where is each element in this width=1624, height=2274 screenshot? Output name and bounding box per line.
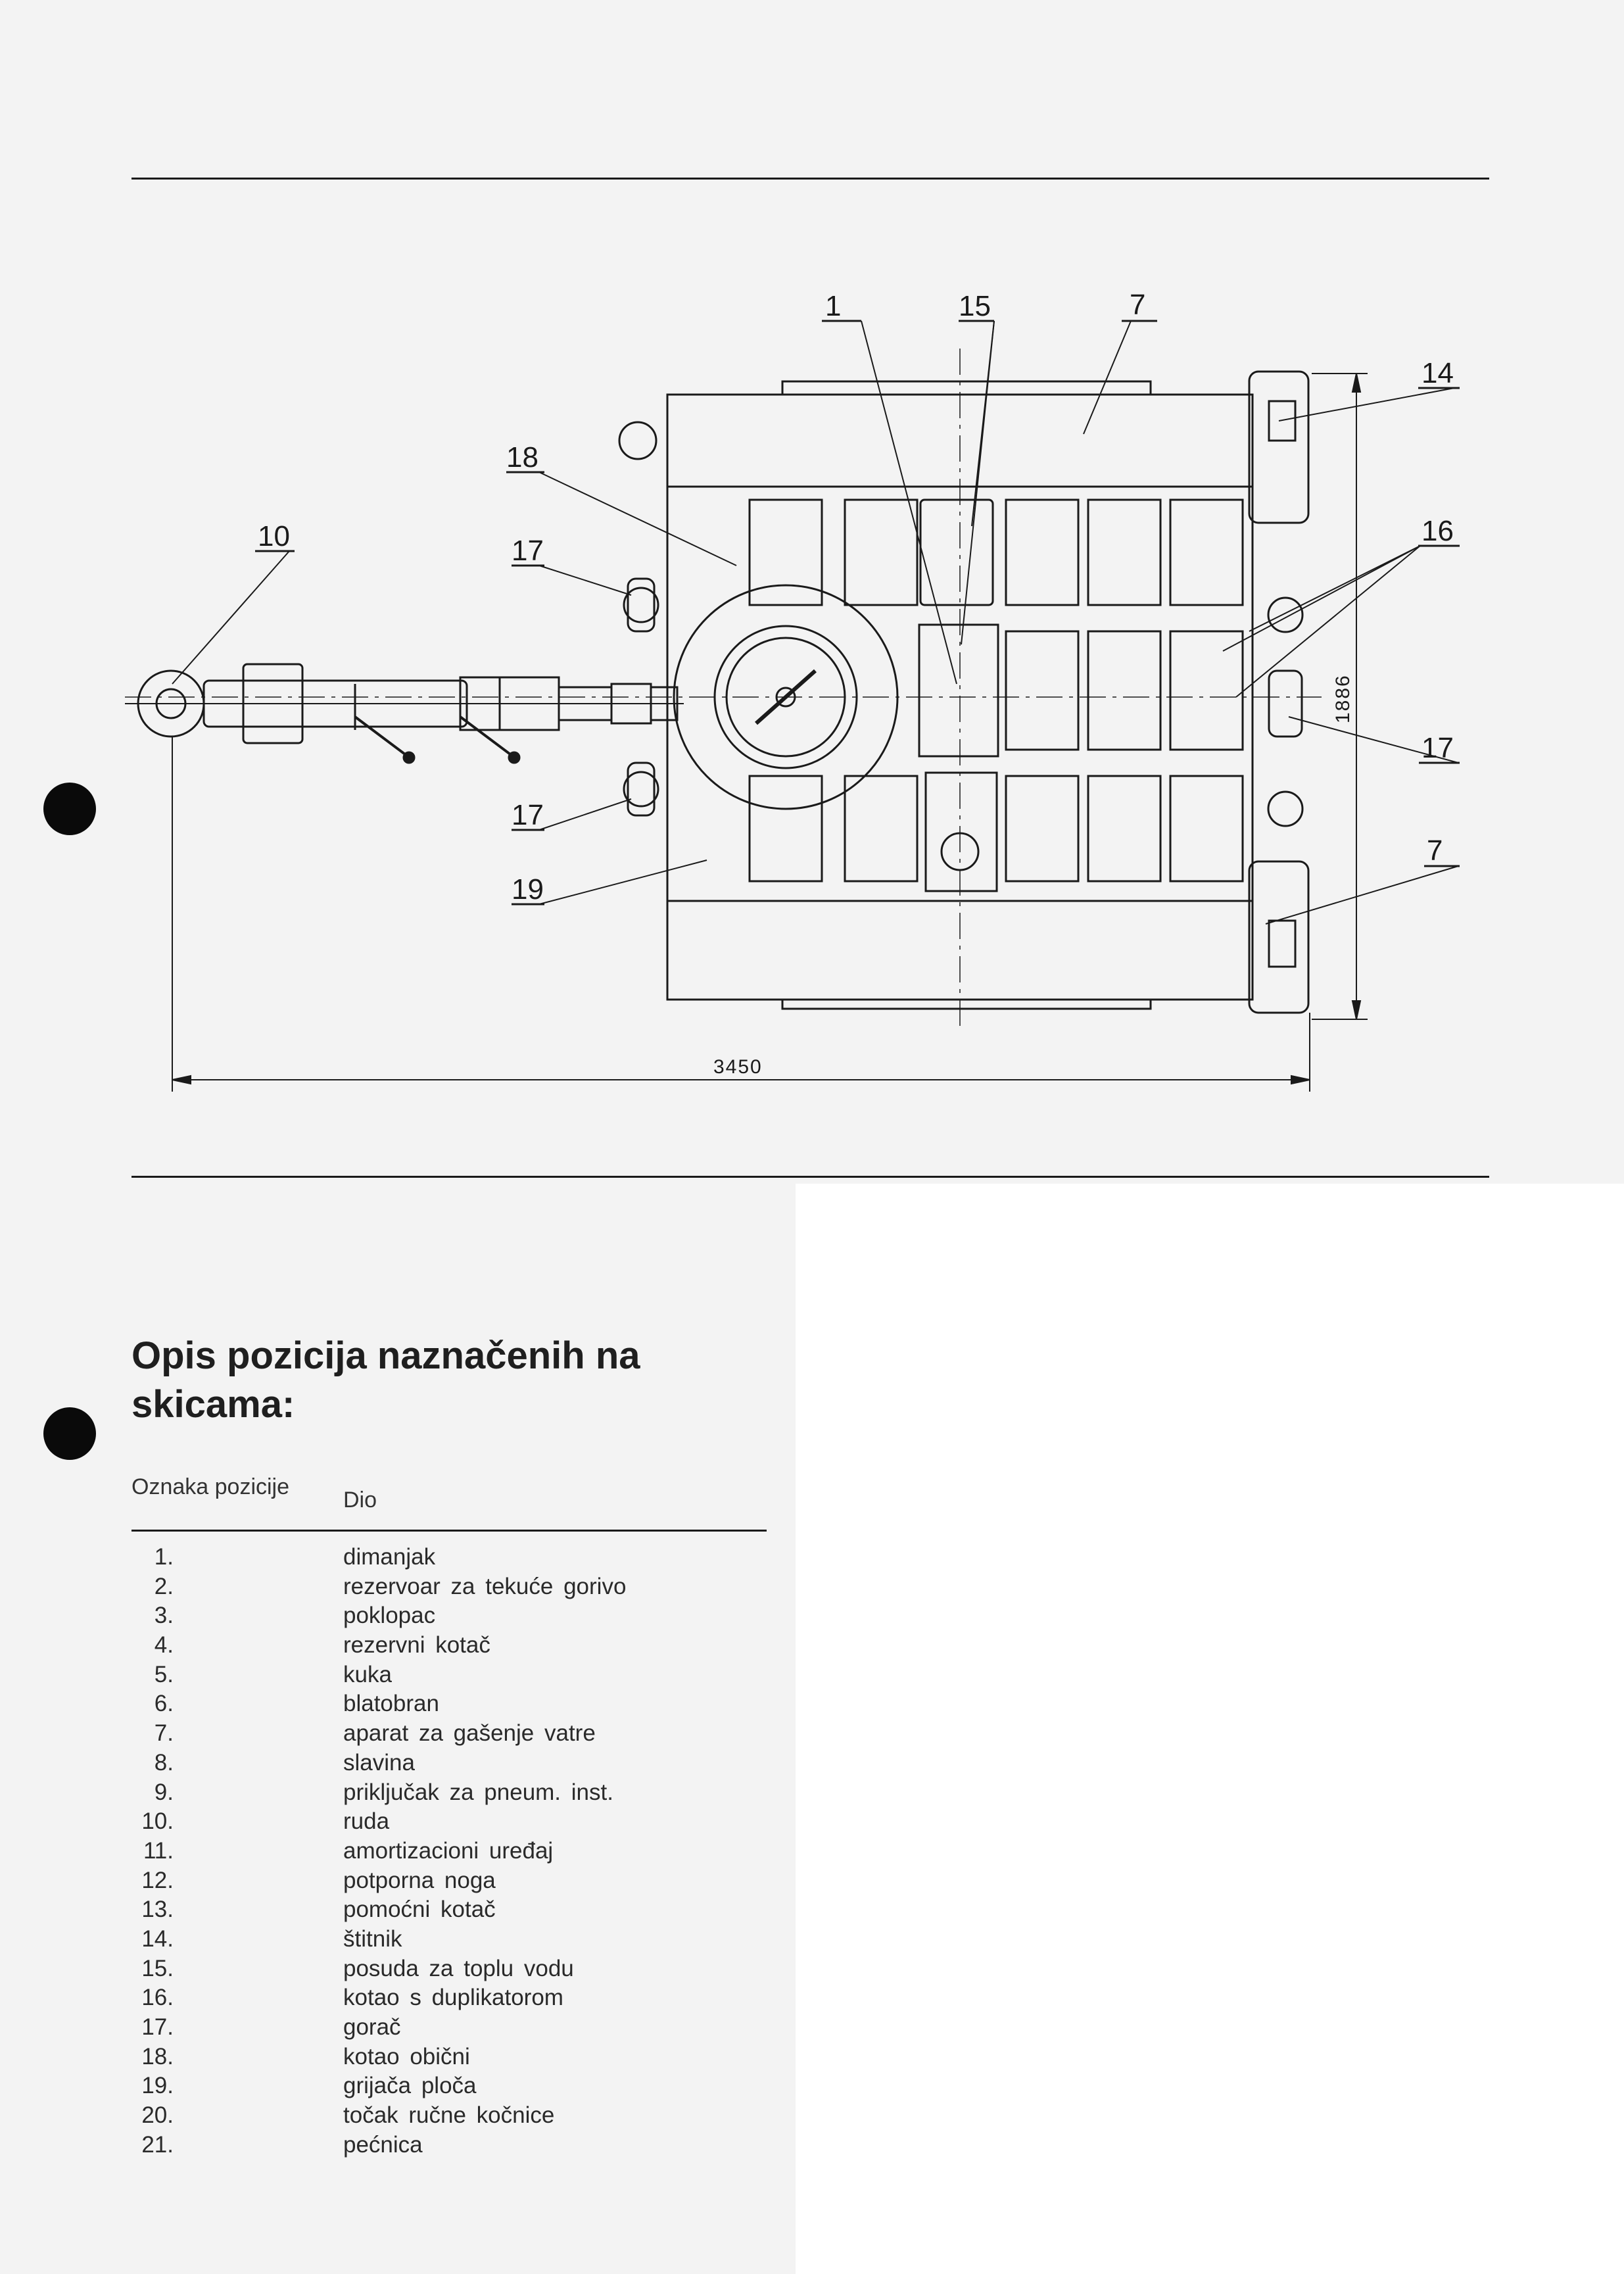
part-name: aparat za gašenje vatre — [343, 1720, 596, 1747]
callout-18: 18 — [506, 441, 538, 473]
dimension-length — [172, 737, 1310, 1092]
legend-list: 1.dimanjak 2.rezervoar za tekuće gorivo … — [131, 1543, 767, 2160]
burners — [623, 577, 1304, 827]
legend-row: 13. pomoćni kotač — [131, 1895, 767, 1925]
part-name: kotao s duplikatorom — [343, 1985, 563, 2011]
part-name: rezervoar za tekuće gorivo — [343, 1573, 627, 1599]
position-number: 7. — [154, 1720, 174, 1747]
tow-bar — [125, 663, 684, 764]
position-number: 20. — [141, 2102, 174, 2129]
legend-row: 21. pećnica — [131, 2131, 767, 2160]
callout-7-bottom: 7 — [1427, 835, 1443, 867]
callout-1: 1 — [825, 290, 841, 322]
part-name: gorač — [343, 2014, 401, 2040]
bottom-rule — [131, 1176, 1489, 1178]
position-number: 3. — [154, 1603, 174, 1629]
position-number: 15. — [141, 1955, 174, 1981]
punch-hole-upper — [43, 783, 96, 835]
part-name: dimanjak — [343, 1544, 436, 1570]
part-name: posuda za toplu vodu — [343, 1955, 574, 1981]
position-number: 21. — [141, 2131, 174, 2158]
legend-heading: Opis pozicija naznačenih na skicama: — [131, 1334, 640, 1426]
column-header-position: Oznaka pozicije — [131, 1474, 290, 1499]
position-number: 11. — [143, 1837, 174, 1864]
legend-row: 19. grijača ploča — [131, 2071, 767, 2101]
dimension-width — [1312, 373, 1368, 1020]
dimension-width-label: 1886 — [1332, 674, 1354, 723]
top-rule — [131, 178, 1489, 180]
legend-row: 18. kotao obični — [131, 2043, 767, 2072]
callout-underlines — [255, 320, 1460, 906]
position-number: 18. — [141, 2043, 174, 2069]
part-name: pećnica — [343, 2131, 423, 2158]
part-name: pomoćni kotač — [343, 1897, 496, 1923]
part-name: ruda — [343, 1808, 390, 1835]
legend-row: 7. aparat za gašenje vatre — [131, 1719, 767, 1749]
part-name: poklopac — [343, 1603, 436, 1629]
position-number: 1. — [154, 1544, 174, 1570]
legend-row: 3. poklopac — [131, 1601, 767, 1631]
legend-row: 5. kuka — [131, 1660, 767, 1690]
position-number: 4. — [154, 1632, 174, 1658]
legend-row: 4. rezervni kotač — [131, 1631, 767, 1660]
part-name: blatobran — [343, 1691, 439, 1717]
part-name: priključak za pneum. inst. — [343, 1779, 613, 1805]
legend-row: 17. gorač — [131, 2013, 767, 2043]
legend-row: 12. potporna noga — [131, 1866, 767, 1896]
callout-15: 15 — [959, 290, 991, 322]
position-number: 19. — [141, 2073, 174, 2099]
callout-14: 14 — [1421, 357, 1454, 389]
callout-17-right: 17 — [1421, 732, 1454, 764]
position-number: 10. — [141, 1808, 174, 1835]
center-lines — [125, 349, 1322, 1026]
legend-table-header: Oznaka pozicije Dio — [131, 1473, 767, 1532]
part-name: slavina — [343, 1749, 415, 1776]
position-number: 13. — [141, 1897, 174, 1923]
callout-7-top: 7 — [1130, 289, 1145, 321]
scanned-page-upper — [0, 0, 1624, 1184]
callout-16: 16 — [1421, 515, 1454, 547]
position-number: 16. — [141, 1985, 174, 2011]
legend-row: 9. priključak za pneum. inst. — [131, 1778, 767, 1808]
part-name: kotao obični — [343, 2043, 470, 2069]
scanned-page-lower — [0, 1184, 796, 2274]
position-number: 17. — [141, 2014, 174, 2040]
kitchen-body — [666, 485, 1254, 902]
legend-row: 8. slavina — [131, 1749, 767, 1778]
callout-17-upper: 17 — [512, 535, 544, 567]
leader-lines — [172, 320, 1459, 925]
part-name: potporna noga — [343, 1867, 496, 1893]
part-name: štitnik — [343, 1925, 402, 1952]
part-name: amortizacioni uređaj — [343, 1837, 554, 1864]
position-number: 5. — [154, 1661, 174, 1687]
part-name: rezervni kotač — [343, 1632, 490, 1658]
legend-row: 20. točak ručne kočnice — [131, 2101, 767, 2131]
part-name: grijača ploča — [343, 2073, 477, 2099]
legend-row: 11. amortizacioni uređaj — [131, 1837, 767, 1866]
callout-10: 10 — [258, 520, 290, 552]
part-name: kuka — [343, 1661, 392, 1687]
position-number: 12. — [141, 1867, 174, 1893]
callout-17-lower: 17 — [512, 799, 544, 831]
legend-row: 15. posuda za toplu vodu — [131, 1954, 767, 1984]
part-name: točak ručne kočnice — [343, 2102, 555, 2129]
technical-drawing: 3450 1886 — [125, 289, 1460, 1092]
position-number: 8. — [154, 1749, 174, 1776]
column-header-part: Dio — [343, 1488, 377, 1512]
position-number: 6. — [154, 1691, 174, 1717]
punch-hole-lower — [43, 1407, 96, 1460]
legend-row: 16. kotao s duplikatorom — [131, 1983, 767, 2013]
legend-row: 10. ruda — [131, 1807, 767, 1837]
lower-storage-box — [666, 860, 1310, 1014]
position-number: 2. — [154, 1573, 174, 1599]
legend-row: 14. štitnik — [131, 1925, 767, 1954]
legend-row: 1. dimanjak — [131, 1543, 767, 1572]
legend-row: 6. blatobran — [131, 1689, 767, 1719]
dimension-length-label: 3450 — [713, 1056, 763, 1078]
legend-row: 2. rezervoar za tekuće gorivo — [131, 1572, 767, 1602]
position-number: 14. — [141, 1925, 174, 1952]
callout-19: 19 — [512, 873, 544, 906]
position-number: 9. — [154, 1779, 174, 1805]
